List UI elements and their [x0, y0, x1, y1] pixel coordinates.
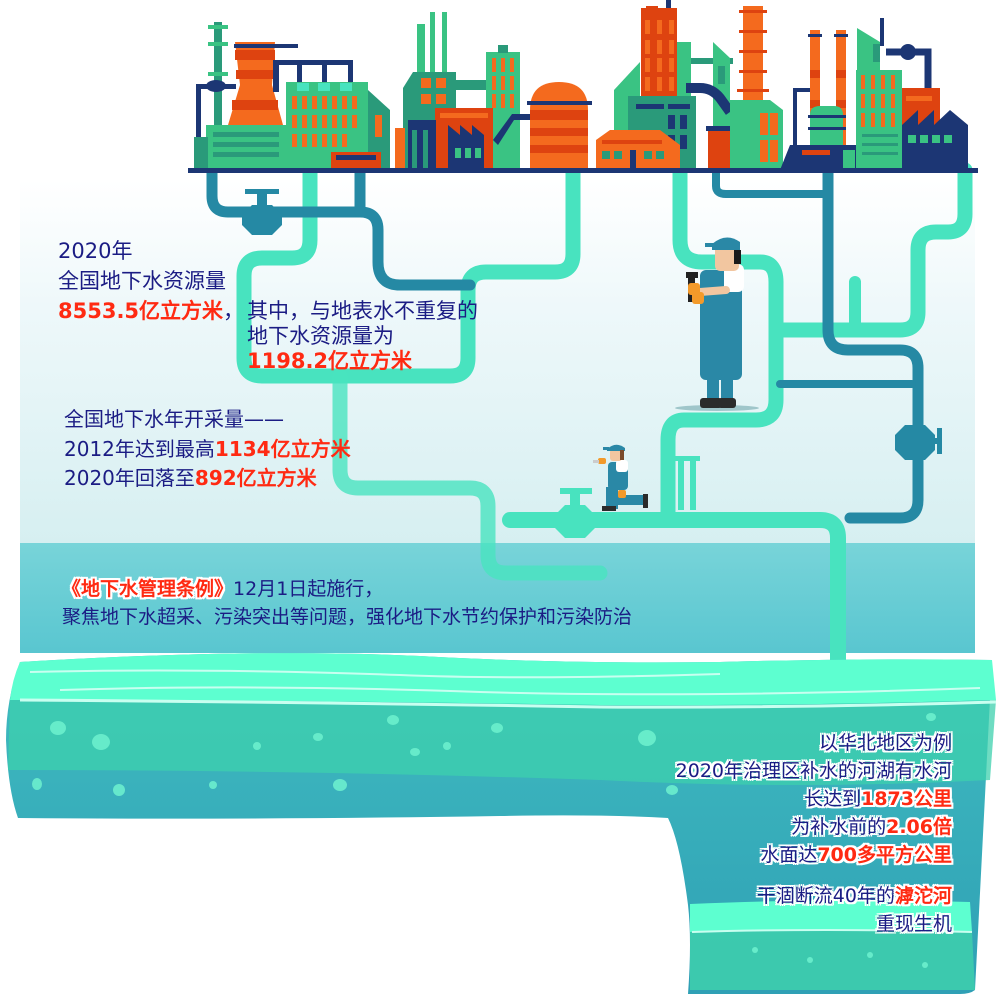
- groundwater-layer: [6, 653, 997, 994]
- river-length-value: 1873公里: [861, 788, 952, 810]
- extraction-2020-value: 892亿立方米: [194, 466, 317, 490]
- pipe-network: [206, 162, 973, 668]
- water-area-label: 水面达: [760, 844, 818, 866]
- extraction-2012-label: 2012年达到最高: [64, 437, 215, 461]
- non-duplicate-value: 1198.2亿立方米: [247, 349, 413, 373]
- hutuo-river-line: 干涸断流40年的滹沱河: [757, 882, 952, 910]
- hutuo-river-label: 干涸断流40年的: [756, 885, 895, 907]
- extraction-2012: 2012年达到最高1134亿立方米: [64, 435, 351, 463]
- ratio-line: 为补水前的2.06倍: [791, 813, 952, 841]
- valve-icon: [242, 189, 282, 235]
- extraction-title: 全国地下水年开采量——: [64, 407, 284, 431]
- resource-label: 全国地下水资源量: [58, 269, 226, 293]
- non-duplicate-intro: 其中，与地表水不重复的: [247, 299, 478, 323]
- valve-icon: [895, 425, 942, 460]
- water-area-value: 700多平方公里: [817, 844, 952, 866]
- pipe-fitting: [674, 456, 700, 510]
- factory-skyline: [188, 0, 978, 173]
- ratio-label: 为补水前的: [791, 816, 887, 838]
- valve-icon: [555, 488, 595, 538]
- regulation-name: 《地下水管理条例》: [62, 578, 234, 600]
- resource-value-line: 8553.5亿立方米，: [58, 296, 244, 326]
- river-length-line: 长达到1873公里: [804, 785, 952, 813]
- total-groundwater-value: 8553.5亿立方米: [58, 299, 224, 323]
- river-lake-line: 2020年治理区补水的河湖有水河: [675, 760, 952, 782]
- regulation-effective: 12月1日起施行，: [233, 578, 384, 600]
- resource-year: 2020年: [58, 239, 133, 263]
- extraction-2020: 2020年回落至892亿立方米: [64, 464, 317, 492]
- extraction-2020-label: 2020年回落至: [64, 466, 195, 490]
- comma: ，: [223, 299, 245, 323]
- water-area-line: 水面达700多平方公里: [760, 841, 952, 869]
- river-length-label: 长达到: [804, 788, 862, 810]
- ratio-value: 2.06倍: [886, 816, 952, 838]
- plumber-kneeling-figure: [593, 444, 648, 511]
- plumber-standing-figure: [675, 237, 759, 411]
- non-duplicate-label: 地下水资源量为: [247, 324, 394, 348]
- extraction-2012-value: 1134亿立方米: [214, 437, 351, 461]
- background-panel: [20, 180, 975, 653]
- revival-line: 重现生机: [875, 913, 952, 935]
- north-china-intro: 以华北地区为例: [818, 732, 952, 754]
- hutuo-river-name: 滹沱河: [894, 885, 952, 907]
- regulation-line: 《地下水管理条例》12月1日起施行，: [62, 575, 383, 603]
- regulation-focus: 聚焦地下水超采、污染突出等问题，强化地下水节约保护和污染防治: [62, 606, 633, 628]
